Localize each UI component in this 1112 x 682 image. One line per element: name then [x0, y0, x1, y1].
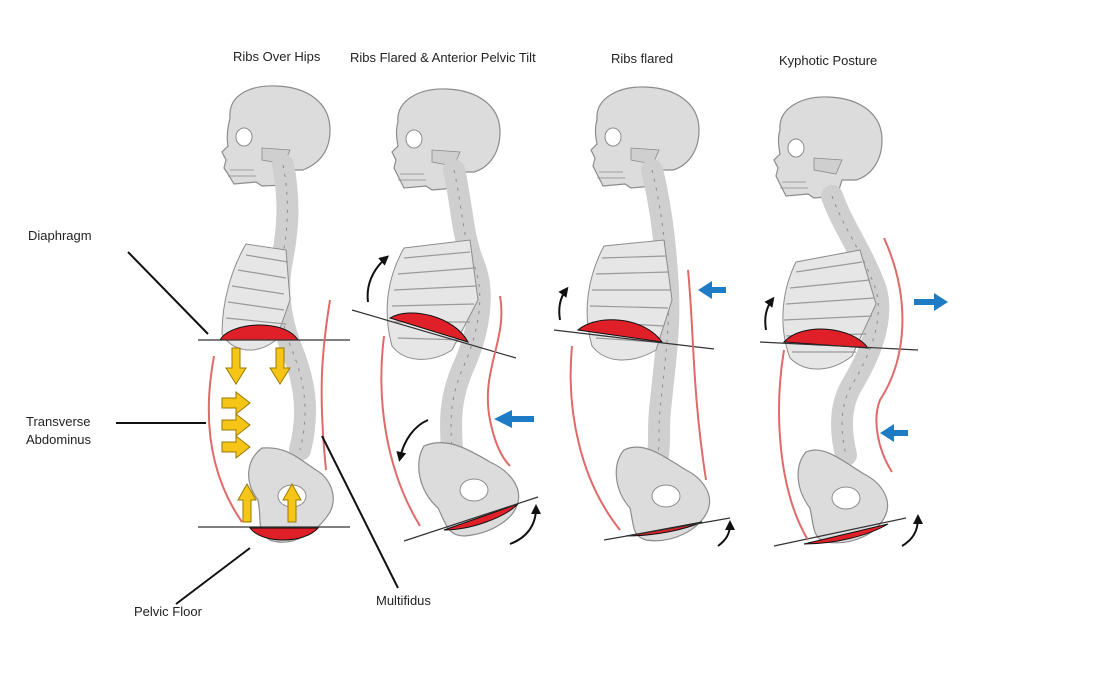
push-arrow-icon	[494, 410, 534, 428]
title-ribs-flared: Ribs flared	[611, 51, 674, 66]
multifidus-leader-line	[321, 435, 399, 589]
diaphragm-reference-line	[351, 309, 517, 359]
label-transverse: Transverse	[26, 414, 91, 429]
curved-rotation-arrow-icon	[509, 504, 541, 545]
push-arrow-icon	[698, 281, 726, 299]
spine	[641, 159, 680, 466]
diaphragm-muscle	[782, 328, 870, 349]
pelvic-floor-leader-line	[175, 547, 251, 605]
curved-rotation-arrow-icon	[366, 255, 390, 303]
pelvic-floor-reference-line	[773, 517, 907, 547]
skull-icon	[773, 96, 883, 199]
figure-ribs-flared-anterior-pelvic-tilt	[351, 88, 541, 545]
curved-rotation-arrow-icon	[396, 419, 429, 462]
diaphragm-muscle	[219, 324, 299, 341]
diaphragm-muscle	[388, 312, 470, 343]
transverse-abdominus-line	[207, 355, 243, 523]
multifidus-line	[875, 237, 904, 473]
pelvis	[615, 446, 711, 542]
figure-kyphotic-posture	[759, 96, 948, 547]
pelvic-floor-muscle	[248, 527, 320, 541]
curved-rotation-arrow-icon	[558, 286, 569, 321]
leader-lines	[116, 251, 399, 605]
curved-rotation-arrow-icon	[901, 514, 923, 547]
label-pelvic-floor: Pelvic Floor	[134, 604, 202, 619]
pelvic-floor-reference-line	[403, 496, 539, 542]
diaphragm-muscle	[576, 319, 664, 343]
pelvic-floor-muscle	[803, 523, 889, 545]
label-multifidus: Multifidus	[376, 593, 431, 608]
figure-ribs-over-hips	[198, 85, 350, 543]
transverse-abdominus-line	[778, 349, 809, 541]
curved-rotation-arrow-icon	[717, 520, 735, 547]
diaphragm-reference-line	[553, 329, 715, 350]
title-ribs-over-hips: Ribs Over Hips	[233, 49, 321, 64]
figure-ribs-flared	[553, 86, 735, 547]
label-abdominus: Abdominus	[26, 432, 92, 447]
label-diaphragm: Diaphragm	[28, 228, 92, 243]
title-kyphotic-posture: Kyphotic Posture	[779, 53, 878, 68]
force-arrow-icon	[221, 347, 302, 523]
multifidus-line	[687, 269, 707, 481]
diaphragm-leader-line	[127, 251, 209, 335]
pelvis	[797, 449, 889, 544]
rib-cage	[221, 243, 291, 351]
curved-rotation-arrow-icon	[764, 296, 775, 331]
push-arrow-icon	[880, 424, 908, 442]
multifidus-line	[486, 295, 511, 467]
pelvic-floor-muscle	[443, 503, 519, 531]
multifidus-line	[320, 299, 331, 471]
pelvic-floor-reference-line	[603, 517, 731, 541]
title-ribs-flared-anterior-pelvic-tilt: Ribs Flared & Anterior Pelvic Tilt	[350, 50, 536, 65]
transverse-abdominus-line	[380, 335, 421, 527]
diaphragm-reference-line	[759, 341, 919, 351]
push-arrow-icon	[914, 293, 948, 311]
skull-icon	[221, 85, 331, 187]
transverse-abdominus-line	[569, 345, 621, 531]
